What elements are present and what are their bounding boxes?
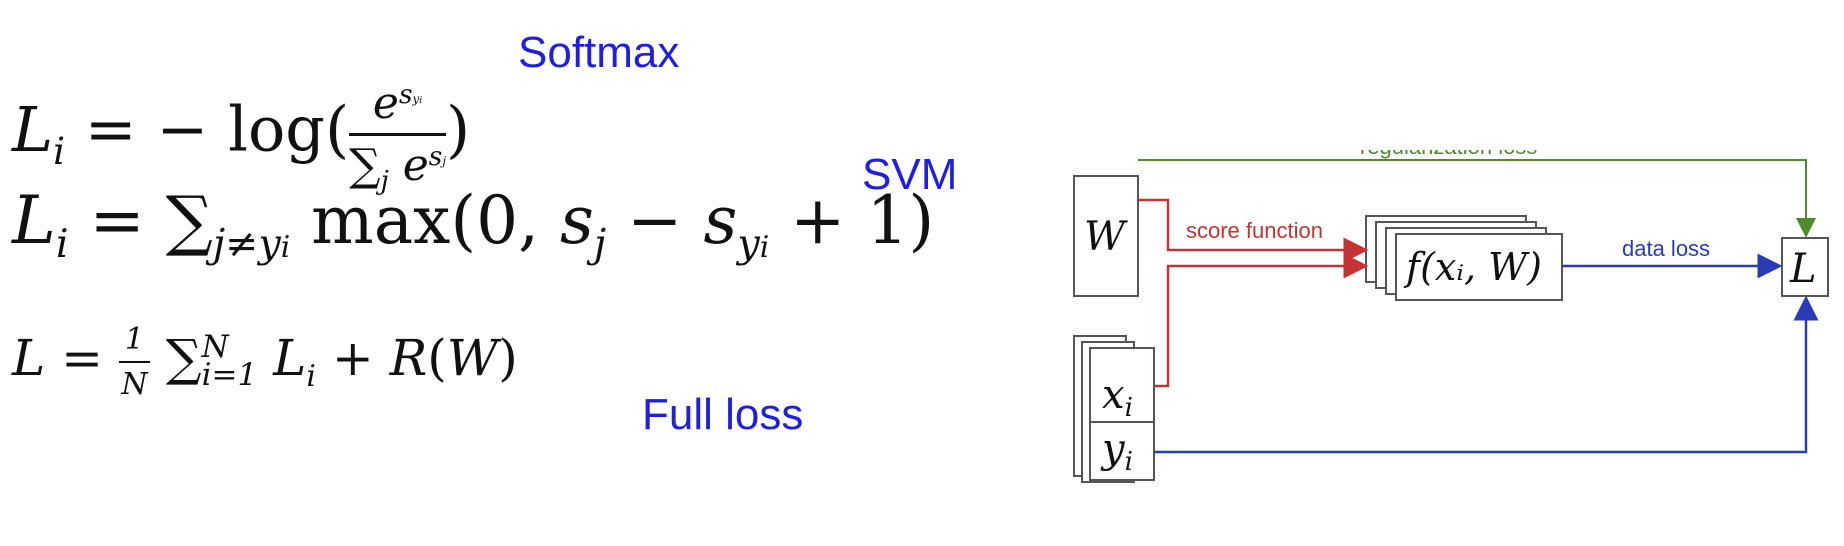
regularization-edge [1138,159,1816,238]
softmax-fraction: esyi∑j esj [349,78,447,197]
w-node-label: W [1084,214,1128,260]
y-to-loss-edge [1154,295,1819,454]
f-node-label: f(xᵢ, W) [1403,245,1542,289]
w-node [1073,175,1139,297]
data-loss-label: data loss [1622,236,1710,261]
f-node [1395,233,1563,301]
l-node [1781,237,1829,297]
x-node-label: xi [1102,372,1133,423]
loss-graph-diagram: W xi yi f(xᵢ, W) L regularization loss s… [1073,150,1829,483]
full-loss-label: Full loss [642,390,804,439]
svm-equation: Li = ∑j≠yi max(0, sj − syi + 1) [12,182,935,267]
y-node [1089,421,1155,481]
score-edge-w [1138,198,1369,263]
softmax-label: Softmax [518,28,680,77]
score-function-label: score function [1186,218,1323,243]
regularization-loss-label: regularization loss [1360,150,1537,159]
softmax-equation: Li = − log(esyi∑j esj) [12,78,471,197]
score-edge-x [1154,253,1369,388]
l-node-label: L [1789,246,1817,292]
svm-label: SVM [862,150,958,199]
y-node-label: yi [1100,426,1133,477]
